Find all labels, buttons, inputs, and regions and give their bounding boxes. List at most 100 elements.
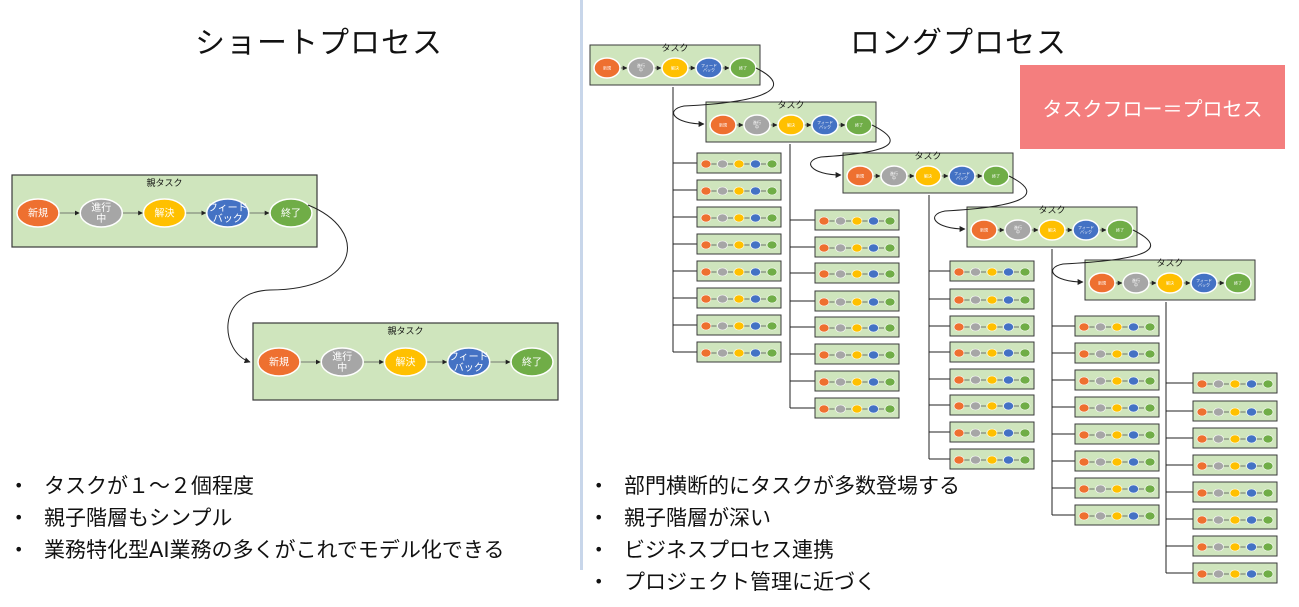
- stage-node: [1128, 484, 1139, 494]
- stage-label: 進行中: [91, 201, 111, 225]
- stage-label: 解決: [787, 121, 795, 127]
- stage-node: [717, 267, 728, 277]
- stage-node: [1111, 511, 1123, 521]
- stage-node: [717, 321, 728, 331]
- section-divider: [580, 0, 583, 570]
- stage-node: [733, 186, 745, 196]
- long-process-bullets: 部門横断的にタスクが多数登場する 親子階層が深い ビジネスプロセス連携 プロジェ…: [594, 470, 960, 598]
- stage-node: [868, 377, 879, 387]
- stage-node: [818, 377, 830, 387]
- stage-node: [948, 165, 976, 187]
- stage-node: [835, 323, 846, 333]
- stage-node: [1019, 428, 1031, 438]
- stage-node: [970, 401, 981, 411]
- stage-node: [1019, 267, 1031, 277]
- stage-node: [1095, 376, 1106, 386]
- child-task-box: [1074, 423, 1160, 445]
- task-flow-equals-process-callout: タスクフロー＝プロセス: [1020, 65, 1285, 149]
- bullet-item: 部門横断的にタスクが多数登場する: [594, 470, 960, 502]
- stage-node: [766, 213, 778, 223]
- stage-node: [750, 321, 761, 331]
- process-task-box: タスク新規進行中解決フィードバック終了: [842, 151, 1014, 194]
- task-box-label: タスク: [1038, 205, 1065, 216]
- stage-node: [970, 267, 981, 277]
- stage-node: [1229, 407, 1241, 417]
- stage-node: [1078, 511, 1090, 521]
- child-task-box: [1192, 535, 1278, 557]
- stage-node: [986, 455, 998, 465]
- stage-node: [953, 348, 965, 358]
- stage-node: [766, 348, 778, 358]
- stage-node: [818, 350, 830, 360]
- stage-node: [1019, 322, 1031, 332]
- stage-node: [447, 347, 491, 377]
- stage-node: [986, 428, 998, 438]
- child-task-box: [814, 343, 900, 365]
- child-task-box: [949, 421, 1035, 443]
- stage-node: [1003, 348, 1014, 358]
- stage-node: [884, 323, 896, 333]
- stage-node: [717, 294, 728, 304]
- stage-node: [811, 114, 839, 136]
- child-task-box: [696, 314, 782, 336]
- stage-node: [1019, 348, 1031, 358]
- stage-node: [970, 375, 981, 385]
- stage-node: [1229, 379, 1241, 389]
- child-task-box: [1192, 562, 1278, 584]
- stage-node: [661, 57, 689, 79]
- stage-node: [1111, 430, 1123, 440]
- short-process-title: ショートプロセス: [195, 26, 443, 61]
- stage-label: 解決: [155, 207, 175, 220]
- stage-node: [269, 198, 313, 228]
- child-task-box: [1074, 315, 1160, 337]
- stage-node: [1262, 515, 1274, 525]
- child-task-box: [814, 370, 900, 392]
- stage-node: [953, 322, 965, 332]
- stage-label: 進行中: [637, 62, 645, 72]
- stage-node: [1111, 403, 1123, 413]
- stage-node: [717, 213, 728, 223]
- stage-label: フィードバック: [954, 171, 970, 180]
- long-process-diagram: タスク新規進行中解決フィードバック終了タスク新規進行中解決フィードバック終了タス…: [589, 43, 1278, 584]
- stage-node: [1111, 457, 1123, 467]
- stage-node: [1144, 322, 1156, 332]
- stage-label: 進行中: [753, 119, 761, 129]
- stage-node: [1213, 569, 1224, 579]
- stage-node: [1144, 376, 1156, 386]
- stage-node: [1078, 322, 1090, 332]
- stage-label: フィードバック: [449, 352, 489, 374]
- parent-task-box-1: 親タスク新規進行中解決フィードバック終了: [11, 174, 318, 248]
- stage-node: [1246, 379, 1257, 389]
- child-task-box: [1074, 369, 1160, 391]
- child-task-box: [814, 236, 900, 258]
- stage-node: [16, 198, 60, 228]
- stage-node: [1262, 461, 1274, 471]
- stage-node: [884, 377, 896, 387]
- stage-node: [970, 219, 998, 241]
- stage-node: [1078, 349, 1090, 359]
- child-task-box: [1074, 342, 1160, 364]
- stage-node: [884, 297, 896, 307]
- stage-node: [884, 350, 896, 360]
- stage-node: [1038, 219, 1066, 241]
- child-task-box: [696, 179, 782, 201]
- stage-node: [1019, 455, 1031, 465]
- stage-label: 解決: [396, 356, 416, 369]
- stage-node: [953, 401, 965, 411]
- stage-node: [884, 404, 896, 414]
- stage-node: [835, 377, 846, 387]
- stage-node: [766, 294, 778, 304]
- stage-node: [717, 159, 728, 169]
- stage-node: [142, 198, 187, 228]
- stage-node: [884, 243, 896, 253]
- stage-node: [1262, 434, 1274, 444]
- stage-label: 終了: [739, 64, 747, 70]
- stage-node: [750, 213, 761, 223]
- stage-label: フィードバック: [1196, 278, 1212, 287]
- child-task-box: [1192, 508, 1278, 530]
- bullet-item: プロジェクト管理に近づく: [594, 566, 960, 598]
- stage-node: [986, 401, 998, 411]
- stage-node: [1196, 542, 1208, 552]
- stage-node: [1262, 488, 1274, 498]
- stage-node: [868, 350, 879, 360]
